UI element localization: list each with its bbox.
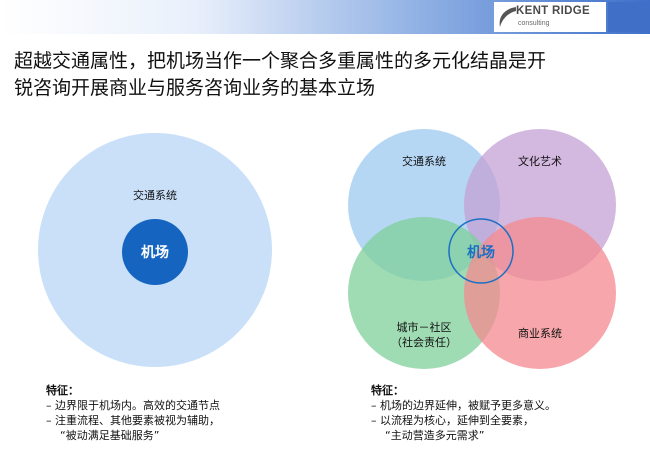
circle-label-city: 城市－社区 <box>397 320 452 334</box>
left-diagram: 交通系统 机场 <box>38 133 272 367</box>
left-outer-label: 交通系统 <box>133 188 177 202</box>
left-feature-item: – 边界限于机场内。高效的交通节点 <box>46 399 220 412</box>
right-feature-item: “主动营造多元需求” <box>385 429 485 442</box>
left-feature-item: – 注重流程、其他要素被视为辅助， <box>46 414 220 427</box>
right-features: 特征： – 机场的边界延伸，被赋予更多意义。 – 以流程为核心，延伸到全要素， … <box>371 383 556 443</box>
title-line-2: 锐咨询开展商业与服务咨询业务的基本立场 <box>14 77 376 99</box>
circle-label-commercial: 商业系统 <box>518 326 562 340</box>
title-line-1: 超越交通属性，把机场当作一个聚合多重属性的多元化结晶是开 <box>14 50 547 72</box>
logo-swoosh-icon <box>499 7 516 27</box>
airport-core-circle <box>122 219 188 285</box>
logo-tagline: consulting <box>518 20 550 27</box>
right-feature-item: – 以流程为核心，延伸到全要素， <box>371 414 534 427</box>
left-feature-item: “被动满足基础服务” <box>60 429 160 442</box>
left-features-heading: 特征： <box>46 384 79 397</box>
logo-name: KENT RIDGE <box>516 5 590 17</box>
company-logo: KENT RIDGE consulting <box>494 2 606 32</box>
left-center-label: 机场 <box>141 244 169 261</box>
right-features-heading: 特征： <box>371 384 404 397</box>
airport-center-ring <box>448 218 514 284</box>
header-corner-block <box>608 2 650 32</box>
right-center-label: 机场 <box>467 244 495 261</box>
circle-sublabel-city: （社会责任） <box>391 335 457 349</box>
circle-label-transport: 交通系统 <box>402 154 446 168</box>
right-diagram: 交通系统 文化艺术 城市－社区 （社会责任） 商业系统 机场 <box>348 129 616 369</box>
commercial-system-circle <box>464 217 616 369</box>
circle-label-culture: 文化艺术 <box>518 154 562 168</box>
left-features: 特征： – 边界限于机场内。高效的交通节点 – 注重流程、其他要素被视为辅助， … <box>46 383 220 443</box>
city-community-circle <box>348 217 500 369</box>
right-feature-item: – 机场的边界延伸，被赋予更多意义。 <box>371 399 556 412</box>
page-title: 超越交通属性，把机场当作一个聚合多重属性的多元化结晶是开 锐咨询开展商业与服务咨… <box>14 48 639 102</box>
